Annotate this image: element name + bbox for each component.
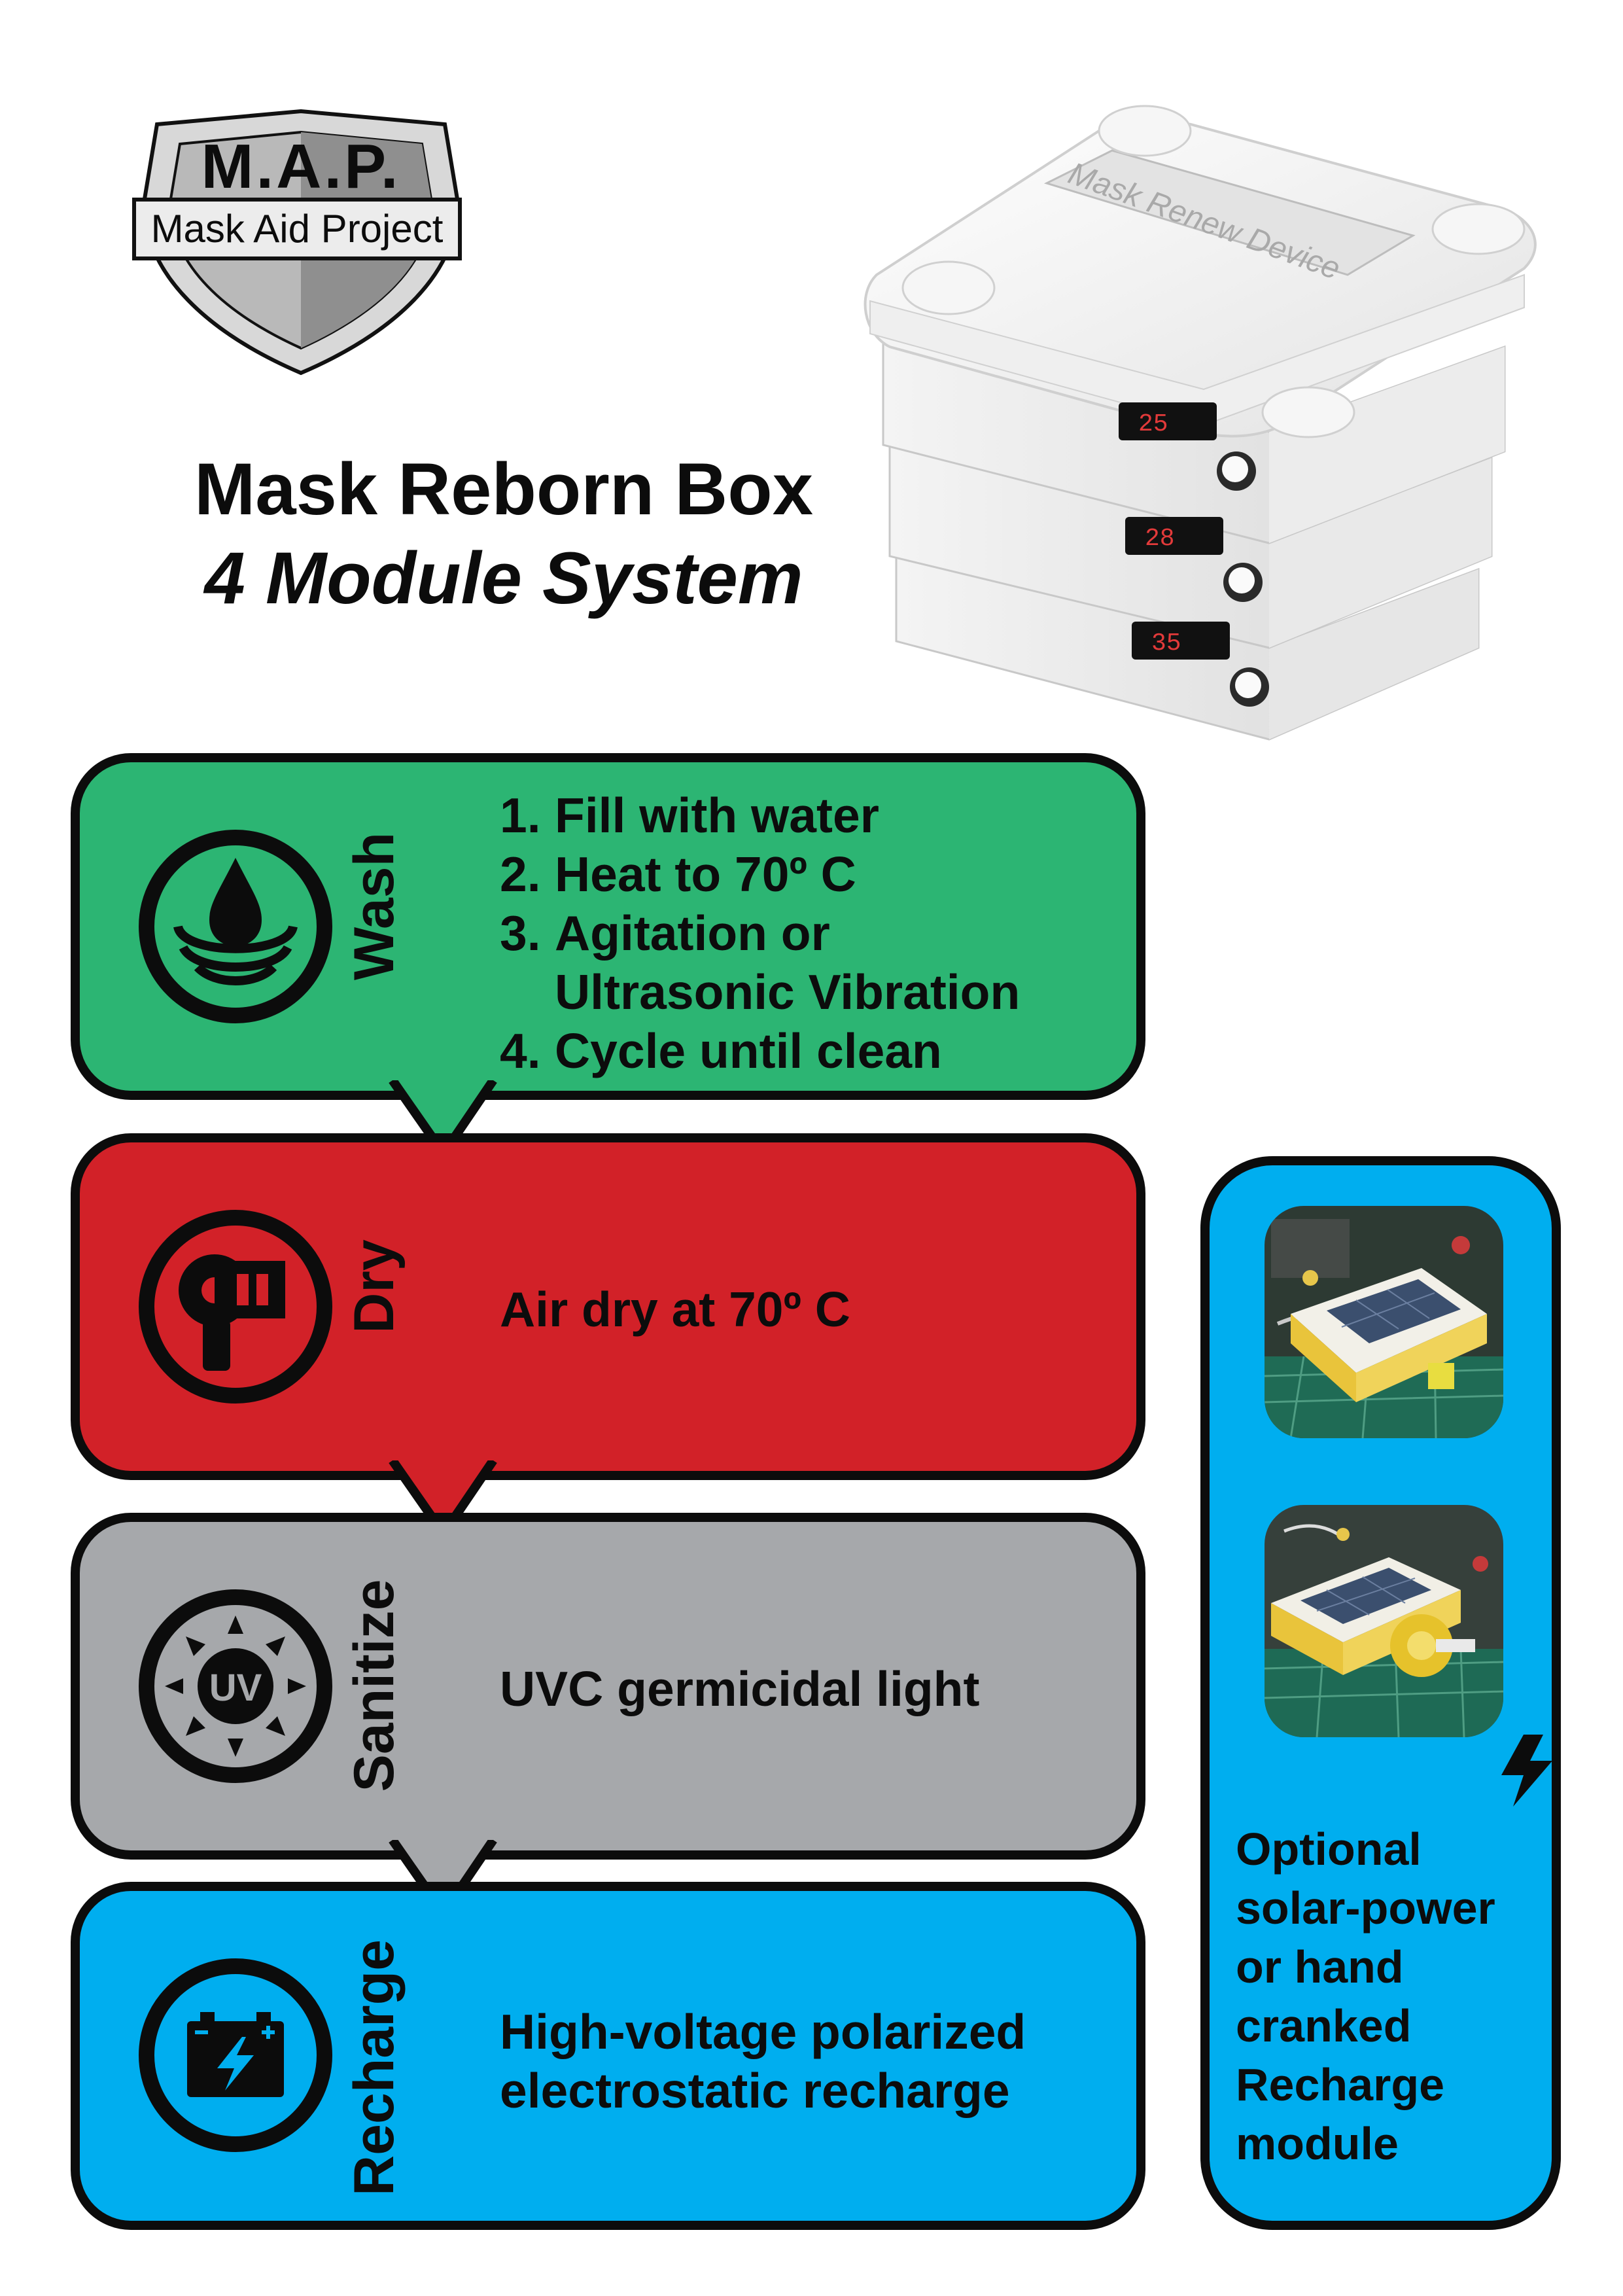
svg-text:28: 28 [1145,525,1175,553]
logo-acronym: M.A.P. [201,132,401,202]
recharge-module-card: Recharge High-voltage polarized electros… [71,1882,1145,2230]
map-logo: M.A.P. Mask Aid Project [118,105,484,380]
wash-steps: 1.Fill with water 2.Heat to 70º C 3.Agit… [500,786,1078,1080]
recharge-line-2: electrostatic recharge [500,2063,1010,2118]
uv-sun-icon: UV [139,1589,332,1783]
sanitize-description: UVC germicidal light [500,1661,980,1716]
svg-text:25: 25 [1138,410,1168,438]
solar-note-line: Optional [1236,1824,1422,1875]
solar-note: Optional solar-power or hand cranked Rec… [1236,1820,1550,2173]
wash-label: Wash [343,832,406,981]
battery-icon [139,1958,332,2152]
uv-text: UV [209,1667,262,1709]
wash-step: 3.Agitation or Ultrasonic Vibration [500,906,1021,1019]
logo-nameplate: Mask Aid Project [132,198,462,260]
solar-prototype-photo-2 [1265,1505,1503,1737]
hair-dryer-icon [139,1210,332,1404]
poster-title: Mask Reborn Box 4 Module System [157,445,850,623]
wash-step: 1.Fill with water [500,788,879,843]
solar-note-line: solar-power [1236,1882,1495,1934]
dry-module-card: Dry Air dry at 70º C [71,1133,1145,1538]
solar-note-line: module [1236,2118,1399,2169]
sanitize-module-card: UV Sanitize UVC germicidal light [71,1513,1145,1918]
wash-module-card: Wash 1.Fill with water 2.Heat to 70º C 3… [71,753,1145,1158]
mask-renew-device-image: Mask Renew Device 25 28 35 [850,59,1570,831]
solar-recharge-panel: Optional solar-power or hand cranked Rec… [1200,1156,1561,2230]
svg-text:35: 35 [1151,629,1181,658]
title-line-1: Mask Reborn Box [194,448,813,530]
wash-step: 4.Cycle until clean [500,1023,942,1078]
recharge-line-1: High-voltage polarized [500,2004,1026,2059]
recharge-label: Recharge [343,1939,406,2196]
solar-note-line: cranked [1236,2000,1412,2051]
water-drop-icon [139,830,332,1023]
solar-prototype-photo-1 [1265,1206,1503,1438]
solar-note-line: or hand [1236,1941,1404,1992]
solar-note-line: Recharge [1236,2059,1445,2110]
temperature-display-2: 28 [1125,517,1223,555]
recharge-description: High-voltage polarized electrostatic rec… [500,2002,1026,2120]
dry-description: Air dry at 70º C [500,1282,850,1337]
title-line-2: 4 Module System [204,537,803,619]
lightning-bolt-icon [1501,1735,1552,1807]
temperature-display-3: 35 [1132,622,1230,660]
wash-step: 2.Heat to 70º C [500,847,856,902]
sanitize-label: Sanitize [343,1579,406,1792]
dry-label: Dry [343,1239,406,1333]
temperature-display-1: 25 [1119,402,1217,440]
